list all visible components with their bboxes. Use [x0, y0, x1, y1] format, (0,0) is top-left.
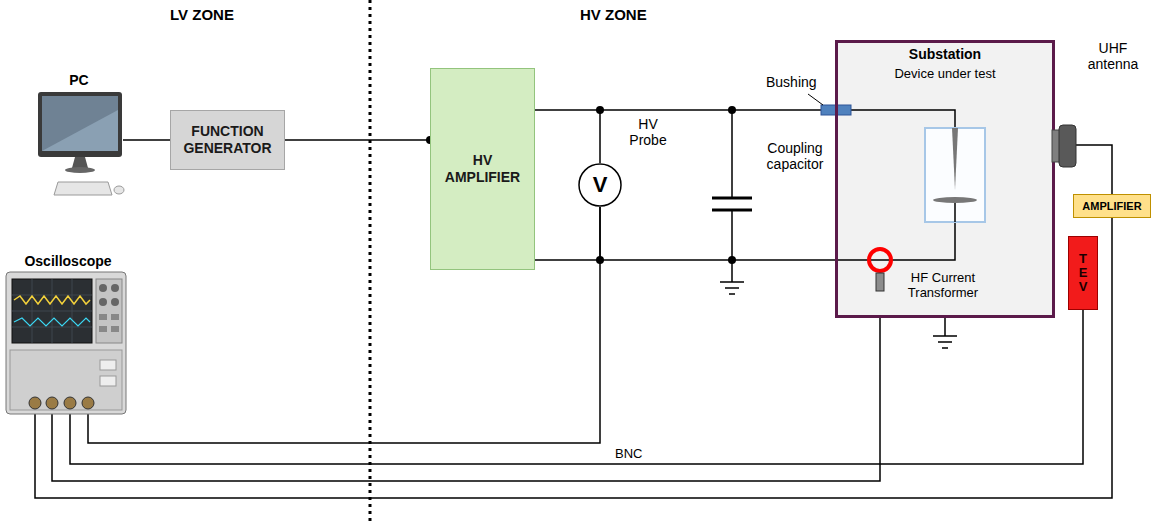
substation-fill [835, 40, 1055, 318]
node-title: FUNCTION GENERATOR [175, 123, 280, 157]
node-title: Substation [909, 46, 981, 63]
node-title: T E V [1077, 252, 1090, 295]
electrode-stem [954, 203, 956, 222]
button [100, 376, 116, 386]
monitor-base [65, 167, 95, 173]
hv-wire [838, 110, 955, 128]
junction-dot [728, 106, 736, 114]
wire-connector [1076, 145, 1112, 194]
bnc-connector [64, 397, 76, 409]
knob [111, 284, 119, 292]
oscilloscope-node: Oscilloscope [4, 252, 132, 412]
antenna-shape [1052, 125, 1076, 167]
zone-label: HV ZONE [580, 6, 647, 23]
wire-connector [52, 292, 880, 481]
wire-connector [123, 139, 170, 141]
knob [111, 298, 119, 306]
node-title: UHF antenna [1080, 40, 1146, 72]
current-transformer: HF Current Transformer [866, 246, 894, 292]
knob [99, 284, 107, 292]
junction-dot [728, 256, 736, 264]
scope-screen [12, 279, 92, 343]
junction-dot [596, 256, 604, 264]
trace [14, 318, 90, 326]
button [111, 326, 119, 332]
capacitor-symbol [712, 198, 752, 210]
mouse [114, 186, 124, 194]
voltmeter-outline [579, 164, 621, 206]
wire-connector [285, 139, 430, 141]
amplifier-box: AMPLIFIER [1073, 194, 1151, 218]
scope-body [6, 272, 126, 414]
button [99, 314, 107, 320]
knob [99, 298, 107, 306]
substation-box: SubstationDevice under test HF Current Tr… [835, 40, 1055, 318]
oscilloscope-icon [6, 272, 126, 414]
control-panel [96, 279, 122, 343]
process-box: FUNCTION GENERATOR [170, 110, 285, 170]
ct-ring [869, 249, 891, 271]
keyboard [54, 182, 112, 195]
monitor-frame [38, 92, 122, 157]
monitor-screen [42, 96, 118, 151]
hv-circuit [600, 110, 752, 294]
tev-sensor: T E V [1068, 236, 1098, 310]
antenna-body [1059, 125, 1076, 167]
junction-dot [596, 106, 604, 114]
voltmeter-circle: V [578, 163, 622, 207]
pc-icon [38, 92, 124, 195]
leader-line [808, 94, 823, 105]
trace [14, 296, 90, 304]
capacitor-label: Coupling capacitor [757, 140, 833, 172]
node-title: PC [69, 72, 88, 88]
ct-connector [876, 273, 884, 291]
bnc-connector [46, 397, 58, 409]
screen-grid [12, 279, 92, 343]
ct-shape [866, 246, 894, 292]
cable-label: BNC [612, 446, 645, 461]
monitor-stand [72, 157, 88, 168]
wire-connector [70, 310, 1083, 464]
wire-connector [535, 259, 835, 261]
button [111, 314, 119, 320]
plane-electrode [933, 197, 977, 203]
node-subtitle: Device under test [894, 66, 995, 82]
bnc-connector [82, 397, 94, 409]
node-title: HF Current Transformer [900, 270, 986, 300]
front-bezel [10, 350, 122, 410]
ground-symbol [720, 282, 744, 294]
pc-node: PC [35, 72, 123, 200]
node-title: HV AMPLIFIER [435, 152, 530, 186]
ground-symbol [933, 318, 957, 348]
probe-label: HV Probe [622, 116, 674, 148]
bnc-connector [29, 397, 41, 409]
zone-label: LV ZONE [170, 6, 234, 23]
wire-connector [535, 109, 835, 111]
uhf-antenna: UHF antenna [1052, 125, 1076, 167]
needle-electrode [952, 128, 958, 190]
node-title: AMPLIFIER [1082, 199, 1141, 213]
node-title: Oscilloscope [24, 252, 111, 270]
button [100, 360, 116, 370]
bushing-label: Bushing [766, 74, 817, 90]
screen-shade [42, 110, 118, 151]
test-cell [925, 128, 985, 222]
node-title: V [593, 173, 608, 197]
button [99, 326, 107, 332]
zone-divider [369, 0, 372, 523]
amplifier-box: HV AMPLIFIER [430, 68, 535, 270]
